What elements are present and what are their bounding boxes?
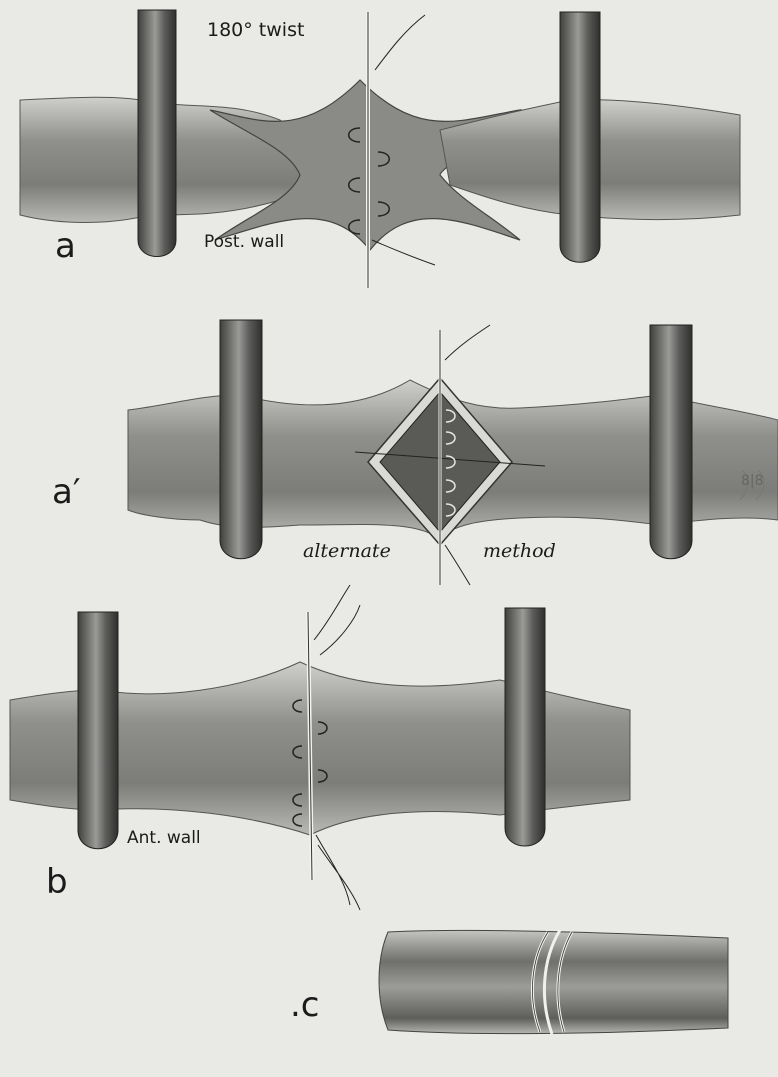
panel-letter-a: a — [55, 226, 76, 266]
margin-scribble: 8|8 — [741, 473, 764, 489]
clamp-right-b — [505, 608, 545, 846]
clamp-right-a — [560, 12, 600, 262]
label-ant-wall: Ant. wall — [127, 828, 201, 848]
panel-letter-a-prime: a′ — [52, 472, 81, 512]
label-180-twist: 180° twist — [207, 19, 304, 41]
panel-a-prime — [128, 320, 778, 585]
panel-c — [379, 930, 728, 1034]
label-alternate: alternate — [303, 540, 391, 562]
clamp-left-a — [138, 10, 176, 257]
panel-letter-c: .c — [290, 985, 320, 1025]
clamp-left-b — [78, 612, 118, 849]
label-method: method — [483, 540, 556, 562]
panel-a — [20, 10, 740, 288]
panel-b — [10, 585, 630, 910]
suture-thread-a — [375, 15, 425, 70]
clamp-right-a-prime — [650, 325, 692, 559]
clamp-left-a-prime — [220, 320, 262, 559]
panel-letter-b: b — [46, 862, 68, 902]
label-post-wall: Post. wall — [204, 232, 284, 252]
